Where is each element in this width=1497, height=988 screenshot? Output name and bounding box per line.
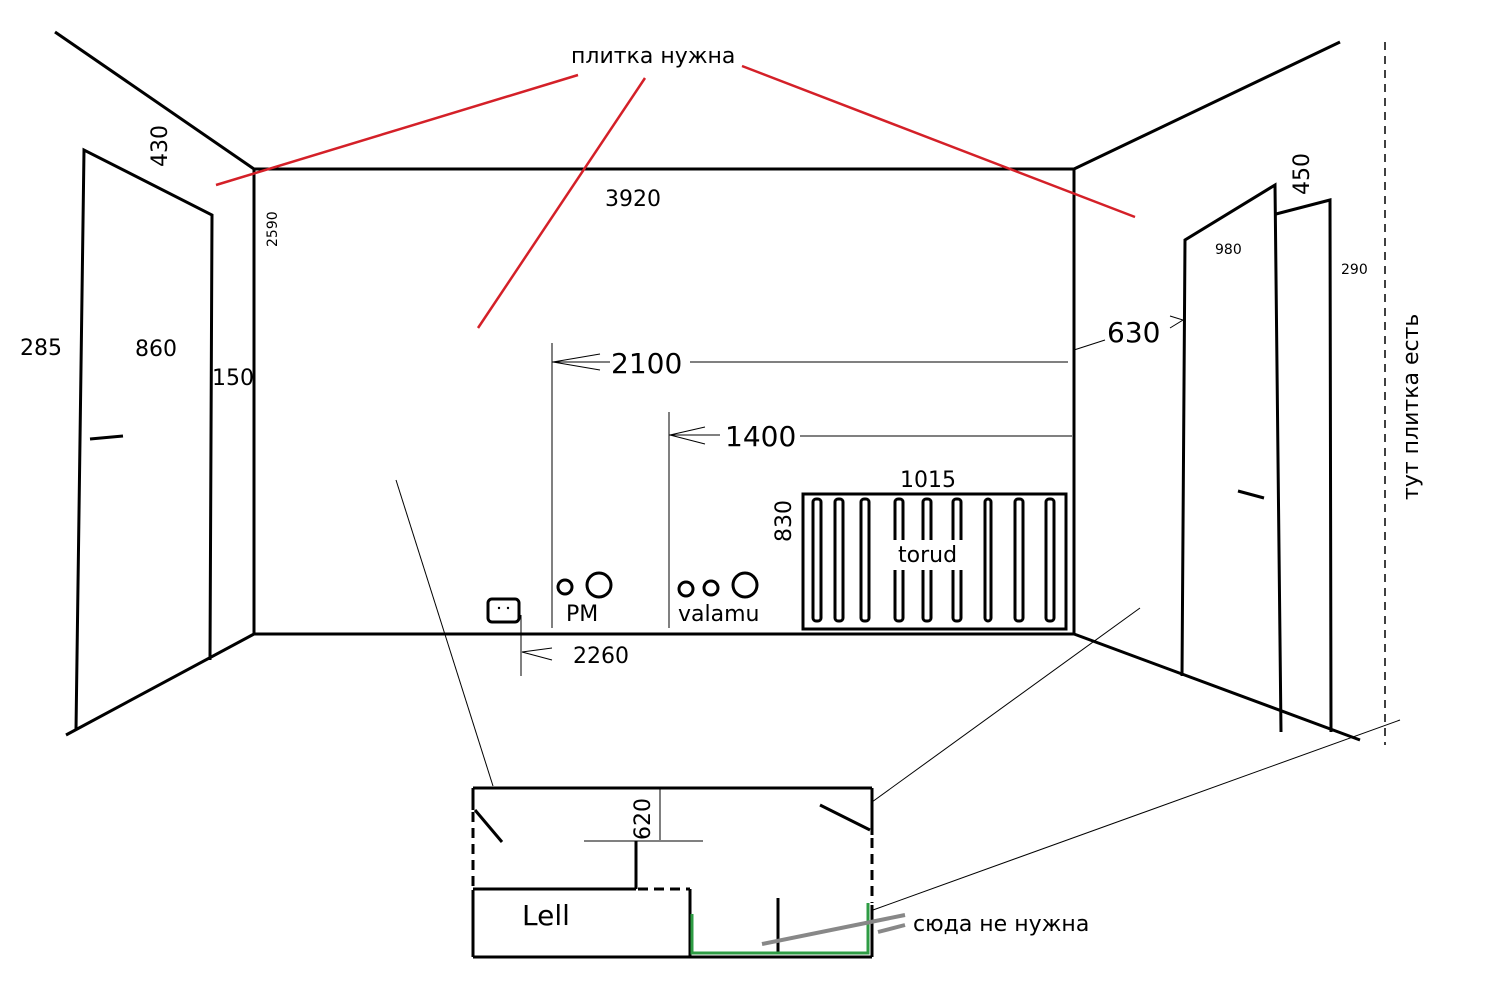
dim-line [1073, 339, 1106, 351]
leader-line [871, 607, 1141, 803]
right-door-handle [1237, 489, 1265, 500]
right-door [1180, 182, 1283, 733]
dim-620: 620 [631, 798, 656, 840]
dim-1015: 1015 [900, 468, 956, 493]
left-door [74, 147, 214, 731]
pipe-icon [731, 571, 759, 599]
pointer-line [215, 73, 579, 187]
leader-line [872, 719, 1401, 911]
leader-line [395, 479, 494, 787]
dim-2100: 2100 [611, 347, 682, 380]
dim-290: 290 [1341, 262, 1368, 278]
ceiling-edge-left [54, 30, 255, 171]
pipe-icon [556, 578, 574, 596]
dim-1400: 1400 [725, 420, 796, 453]
pointer-line [741, 64, 1136, 219]
pointer-line [877, 923, 906, 934]
ceiling-edge-right [1073, 40, 1341, 171]
no-tile-zone [690, 903, 870, 955]
floor-edge-right [1073, 632, 1361, 742]
pipe-icon [585, 571, 613, 599]
pipes-label: torud [898, 543, 957, 568]
dim-830: 830 [772, 500, 797, 542]
right-door-frame [1275, 198, 1333, 733]
dim-980: 980 [1215, 242, 1242, 258]
radiator [801, 492, 1068, 631]
lell-label: Lell [522, 899, 570, 932]
pipe-icon [702, 579, 720, 597]
back-wall [252, 167, 1076, 636]
left-door-handle [89, 434, 124, 441]
sink-label: valamu [678, 602, 759, 627]
socket-icon [486, 597, 521, 624]
dim-3920: 3920 [605, 187, 661, 212]
dim-150: 150 [212, 366, 254, 391]
washing-machine-label: PM [566, 602, 598, 627]
dim-2260: 2260 [573, 644, 629, 669]
dim-630: 630 [1107, 316, 1160, 349]
radiator-fins [811, 497, 1056, 623]
pipe-icon [677, 580, 695, 598]
no-tile-label: сюда не нужна [913, 912, 1089, 937]
pointer-line [761, 913, 906, 946]
arrow [552, 353, 601, 371]
floor-edge-left [65, 632, 255, 737]
tile-exists-label: тут плитка есть [1399, 314, 1424, 500]
dim-450: 450 [1290, 153, 1315, 195]
dim-2590: 2590 [265, 211, 281, 247]
dim-860: 860 [135, 337, 177, 362]
tile-needed-label: плитка нужна [571, 44, 735, 69]
arrow [521, 647, 553, 661]
dim-430: 430 [148, 125, 173, 167]
arrow [669, 426, 706, 445]
pointer-line [476, 77, 647, 329]
arrow [1169, 315, 1185, 329]
floor-plan [471, 786, 906, 959]
dim-285: 285 [20, 336, 62, 361]
